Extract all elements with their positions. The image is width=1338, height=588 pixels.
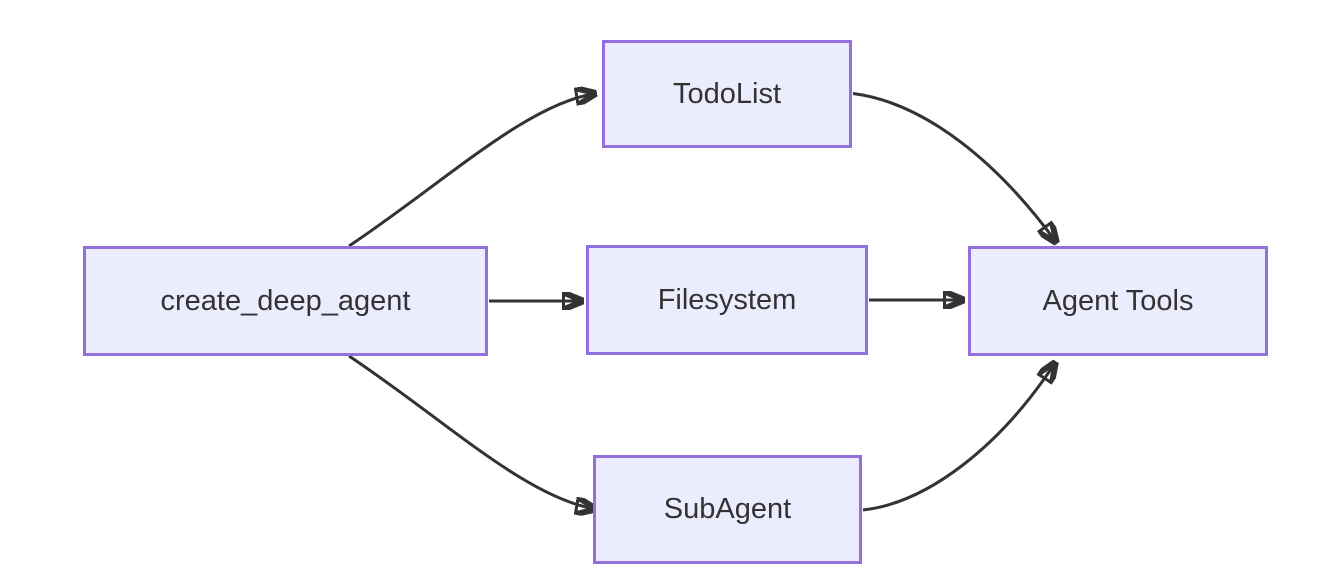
node-agent-tools: Agent Tools [968,246,1268,356]
edge-subagent-to-agenttools [862,363,1055,512]
edge-todolist-to-agenttools [852,92,1056,243]
node-agent-tools-label: Agent Tools [1042,284,1194,317]
edge-create-to-subagent [348,354,595,509]
edge-create-to-todolist [348,94,595,248]
node-create-deep-agent-label: create_deep_agent [160,284,411,317]
node-subagent-label: SubAgent [663,493,792,525]
node-filesystem-label: Filesystem [657,283,797,316]
node-todolist-label: TodoList [672,77,781,110]
node-todolist: TodoList [602,40,852,148]
node-subagent: SubAgent [593,455,862,564]
node-create-deep-agent: create_deep_agent [83,246,488,356]
node-filesystem: Filesystem [586,245,868,355]
